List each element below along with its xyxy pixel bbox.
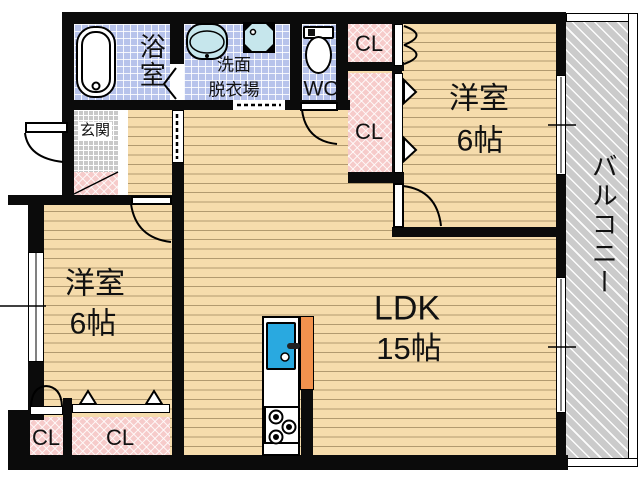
exterior-mask [0,195,28,412]
balcony-area [566,21,628,458]
washroom-label-line2: 脱衣場 [208,80,260,99]
kitchen-sink [266,322,296,370]
balcony-railing-right [628,13,638,467]
wall [290,24,302,100]
room-label-balcony: バルコニー [588,152,619,298]
entrance-door [25,122,68,133]
washroom-label-line1: 洗面 [217,55,251,75]
entrance-edge [118,110,128,195]
closet-door-bottom-left-inner [72,404,170,413]
exterior-mask [0,412,8,470]
room-label-wc: WC [303,77,339,101]
exterior-mask [0,0,640,12]
closet-top-right-upper [348,24,392,64]
toilet-bowl [305,36,332,74]
room-entrance-floor [73,110,118,172]
wall [348,62,404,71]
room-label-bath: 浴室 [136,33,167,89]
gas-stove [264,406,300,444]
entrance-step [73,172,118,195]
exterior-mask [0,470,640,480]
window-left [28,252,44,362]
refrigerator-space [300,316,314,390]
closet-door-top-right-lower [394,73,403,173]
kitchen-wall-stub [301,388,313,458]
room-label-washroom: 洗面 脱衣場 [209,53,260,102]
room-label-bedroom-left: 洋室 [65,267,125,301]
exterior-mask [0,12,62,195]
balcony-window-bedroom [556,75,566,175]
room-size-ldk: 15帖 [376,330,442,366]
closet-label: CL [354,118,384,144]
room-size-bedroom-left: 6帖 [69,307,117,341]
bedroom-left-door [131,196,172,205]
wc-door [300,102,338,111]
balcony-window-ldk [556,277,566,413]
bedroom-right-door [393,183,404,228]
hall-sliding-door [172,110,184,163]
balcony-railing-bottom [566,458,638,467]
washing-machine-pan [243,22,275,53]
wall [392,227,558,237]
room-label-ldk: LDK [373,289,441,328]
bathtub-inner [81,31,111,93]
closet-door-top-right-upper [394,24,403,66]
closet-label: CL [105,424,135,450]
closet-label: CL [354,30,384,56]
room-size-bedroom-right: 6帖 [456,124,504,158]
closet-bottom-left-inner [72,417,170,458]
wall [348,172,404,183]
wall [8,410,30,470]
closet-label: CL [31,424,61,450]
closet-door-bottom-left-outer [30,406,63,415]
room-label-bedroom-right: 洋室 [449,82,509,116]
closet-bottom-left-outer [30,417,63,458]
wall [62,12,566,24]
room-label-entrance: 玄関 [77,121,113,141]
bath-door-opening [170,64,184,100]
wall [63,398,72,470]
wall [8,455,568,470]
